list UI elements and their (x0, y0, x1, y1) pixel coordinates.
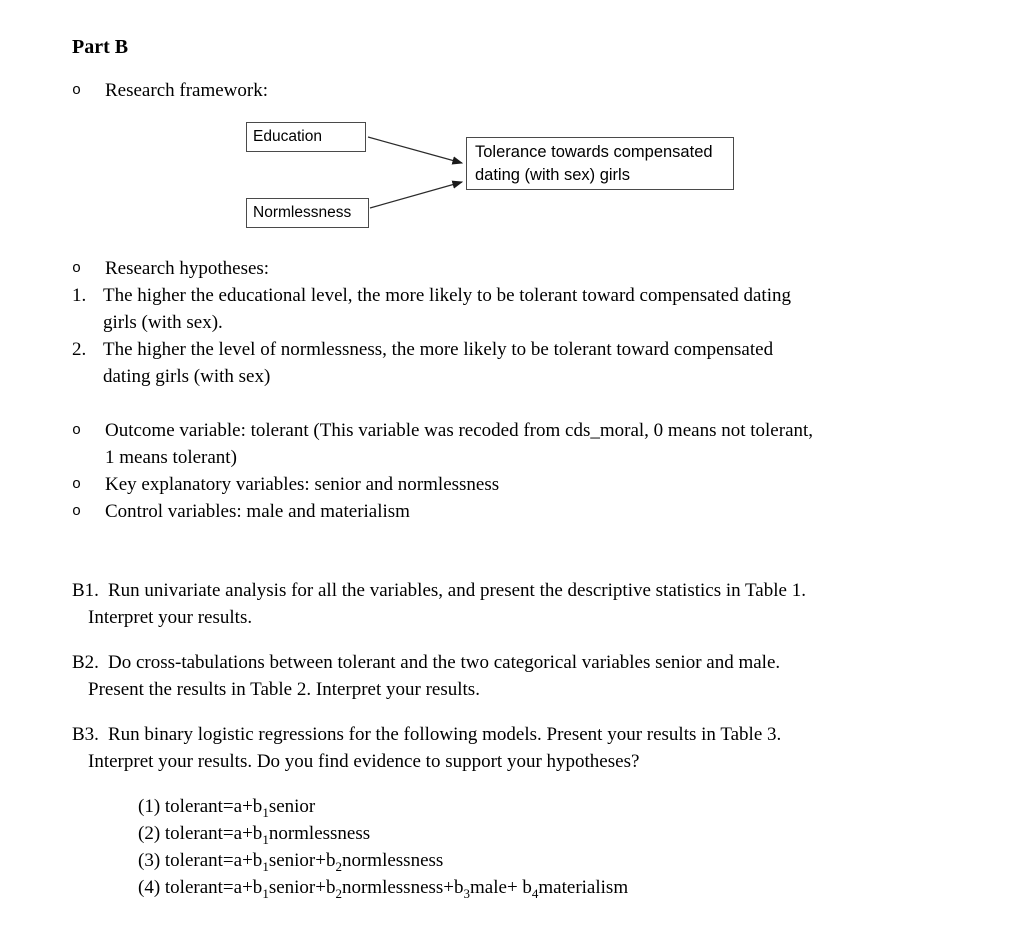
document-content: Part B o Research framework: Education N… (72, 36, 984, 901)
diagram-arrows (367, 136, 464, 209)
bullet-item-research-hypotheses: o Research hypotheses: (72, 255, 984, 282)
hypothesis-1-text: The higher the educational level, the mo… (103, 282, 791, 336)
model-equations: (1) tolerant=a+b1senior (2) tolerant=a+b… (72, 793, 984, 901)
arrow-education-to-outcome (367, 136, 464, 165)
bullet-item-control-variables: o Control variables: male and materialis… (72, 498, 984, 525)
key-explanatory-variables-text: Key explanatory variables: senior and no… (105, 474, 500, 495)
outcome-variable-line-2: 1 means tolerant) (105, 447, 237, 468)
arrow-normlessness-to-outcome (369, 180, 464, 209)
bullet-marker: o (72, 260, 82, 277)
control-variables-text: Control variables: male and materialism (105, 501, 410, 522)
task-number: B1. (72, 580, 99, 601)
bullet-marker: o (72, 476, 82, 493)
task-b3-line-2: Interpret your results. Do you find evid… (88, 751, 640, 772)
hypothesis-2-line-1: The higher the level of normlessness, th… (103, 339, 774, 360)
task-b3-text: Run binary logistic regressions for the … (108, 724, 782, 745)
tasks-section: B1. Run univariate analysis for all the … (72, 577, 984, 775)
diagram-outcome-line-2: dating (with sex) girls (475, 166, 630, 184)
task-b3-line-1: B3. Run binary logistic regressions for … (72, 721, 984, 748)
task-b2-line-1: B2. Do cross-tabulations between toleran… (72, 649, 984, 676)
task-b1-line-2: Interpret your results. (88, 607, 253, 628)
bullet-marker: o (72, 422, 82, 439)
research-framework-diagram: Education Normlessness Tolerance towards… (72, 120, 984, 232)
task-b1-text: Run univariate analysis for all the vari… (108, 580, 806, 601)
task-b2-line-2: Present the results in Table 2. Interpre… (88, 679, 480, 700)
model-equation-1: (1) tolerant=a+b1senior (138, 796, 316, 820)
outcome-variable-text: Outcome variable: tolerant (This variabl… (105, 417, 813, 471)
model-equation-2: (2) tolerant=a+b1normlessness (138, 823, 371, 847)
task-b3: B3. Run binary logistic regressions for … (72, 721, 984, 775)
hypothesis-item-1: 1. The higher the educational level, the… (72, 282, 984, 336)
outcome-variable-line-1: Outcome variable: tolerant (This variabl… (105, 420, 814, 441)
diagram-box-outcome: Tolerance towards compensated dating (wi… (466, 137, 734, 190)
model-equation-4: (4) tolerant=a+b1senior+b2normlessness+b… (138, 877, 629, 901)
task-number: B3. (72, 724, 99, 745)
task-b1-line-1: B1. Run univariate analysis for all the … (72, 577, 984, 604)
research-hypotheses-label: Research hypotheses: (105, 258, 270, 279)
task-b2-text: Do cross-tabulations between tolerant an… (108, 652, 781, 673)
list-number: 1. (72, 285, 87, 306)
hypothesis-2-line-2: dating girls (with sex) (103, 366, 271, 387)
hypothesis-1-line-1: The higher the educational level, the mo… (103, 285, 791, 306)
task-b1: B1. Run univariate analysis for all the … (72, 577, 984, 631)
list-number: 2. (72, 339, 87, 360)
bullet-marker: o (72, 82, 82, 99)
bullet-marker: o (72, 503, 82, 520)
hypothesis-2-text: The higher the level of normlessness, th… (103, 336, 773, 390)
variables-list: o Outcome variable: tolerant (This varia… (72, 417, 984, 525)
diagram-outcome-line-1: Tolerance towards compensated (475, 143, 713, 161)
model-equation-3: (3) tolerant=a+b1senior+b2normlessness (138, 850, 444, 874)
hypothesis-1-line-2: girls (with sex). (103, 312, 223, 333)
research-framework-label: Research framework: (105, 80, 269, 101)
bullet-item-key-explanatory-variables: o Key explanatory variables: senior and … (72, 471, 984, 498)
diagram-box-normlessness: Normlessness (246, 198, 369, 228)
diagram-box-education: Education (246, 122, 366, 152)
page-title: Part B (72, 36, 129, 58)
hypothesis-item-2: 2. The higher the level of normlessness,… (72, 336, 984, 390)
task-number: B2. (72, 652, 99, 673)
bullet-item-research-framework: o Research framework: (72, 77, 984, 104)
bullet-item-outcome-variable: o Outcome variable: tolerant (This varia… (72, 417, 984, 471)
task-b2: B2. Do cross-tabulations between toleran… (72, 649, 984, 703)
